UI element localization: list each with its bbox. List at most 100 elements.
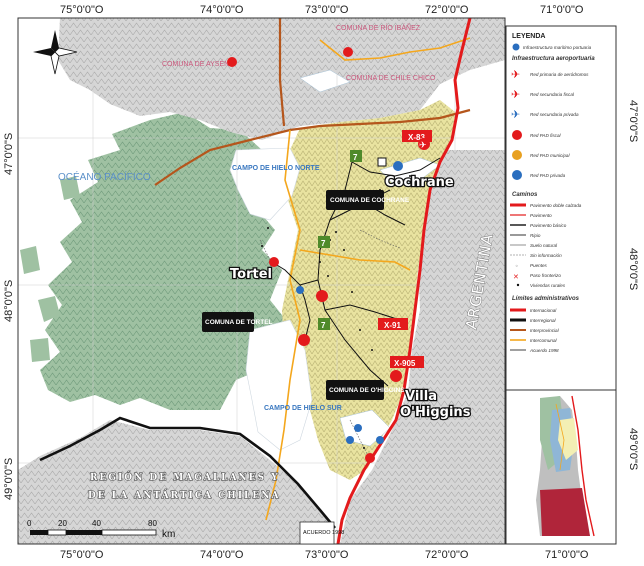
legend-road-3: Pavimento básico	[530, 223, 567, 228]
coord-bottom-3: 73°0'0"O	[305, 549, 349, 561]
coord-top-2: 74°0'0"O	[200, 4, 244, 16]
scale-tick-20: 20	[58, 519, 67, 528]
scale-tick-80: 80	[148, 519, 157, 528]
icefield-north	[229, 147, 301, 221]
coord-top-4: 72°0'0"O	[425, 4, 469, 16]
coord-top-3: 73°0'0"O	[305, 4, 349, 16]
label-rio-ibanez: COMUNA DE RÍO IBÁÑEZ	[336, 23, 421, 32]
route-7-label: 7	[353, 153, 358, 162]
label-box-ohiggins	[326, 380, 384, 400]
coord-bottom-4: 72°0'0"O	[425, 549, 469, 561]
label-region-1: REGIÓN DE MAGALLANES Y	[90, 471, 280, 483]
map-frame	[17, 17, 506, 545]
legend-road-1: Pavimento doble calzada	[530, 203, 582, 208]
legend-title: LEYENDA	[512, 33, 545, 40]
svg-text:✈: ✈	[419, 141, 427, 151]
label-ohiggins-commune: COMUNA DE O'HIGGINS	[329, 387, 405, 394]
label-ice-south: CAMPO DE HIELO SUR	[264, 405, 342, 412]
legend-air-6: Red PAD privada	[530, 173, 566, 178]
label-cochrane-commune: COMUNA DE COCHRANE	[330, 197, 410, 204]
label-box-tortel	[202, 312, 254, 332]
legend-road-2: Pavimento	[530, 213, 552, 218]
route-label-x91: X-91	[384, 321, 401, 330]
legend-road-items: Pavimento doble calzada Pavimento Pavime…	[510, 203, 582, 288]
pad-fiscal-icon	[512, 130, 522, 140]
label-chile-chico: COMUNA DE CHILE CHICO	[346, 75, 436, 82]
route-badge-x91	[378, 318, 408, 330]
route-7-label: 7	[321, 321, 326, 330]
legend-panel	[505, 25, 617, 391]
northern-land	[58, 18, 505, 140]
coord-top-1: 75°0'0"O	[60, 4, 104, 16]
scale-tick-40: 40	[92, 519, 101, 528]
bridge-icon: ◦	[515, 263, 519, 270]
scale-unit: km	[162, 529, 175, 540]
international-boundary	[336, 17, 472, 545]
town-cochrane: Cochrane	[385, 175, 454, 190]
legend-limit-2: Interregional	[530, 318, 557, 323]
island	[30, 338, 50, 362]
label-tortel-commune: COMUNA DE TORTEL	[205, 319, 273, 326]
legend-limits-title: Límites administrativos	[512, 296, 580, 302]
legend-road-6: Sin información	[530, 253, 562, 258]
interregional-boundary	[39, 416, 336, 529]
label-region-2: DE LA ANTÁRTICA CHILENA	[88, 489, 280, 501]
inset-map-shapes	[536, 395, 595, 537]
island	[38, 296, 60, 322]
route-label-x905: X-905	[394, 359, 416, 368]
town-villa-ohiggins-1: Villa	[405, 389, 437, 404]
legend-limit-items: Internacional Interregional Interprovinc…	[510, 308, 560, 353]
border-crossing-icon: ✕	[513, 273, 519, 281]
legend-road-5: Suelo natural	[530, 243, 558, 248]
legend-port: Infraestructura marítimo portuaria	[523, 45, 592, 50]
legend-road-8: Paso fronterizo	[530, 273, 561, 278]
interprovincial-boundary	[154, 108, 471, 186]
intercomunal-boundary	[319, 37, 471, 61]
coord-right-2: 48°0'0"S	[627, 248, 639, 290]
coord-right-1: 47°0'0"S	[627, 100, 639, 142]
label-aysen: COMUNA DE AYSÉN	[162, 59, 229, 68]
coord-bottom-1: 75°0'0"O	[60, 549, 104, 561]
legend-air-3: Red secundaria privada	[530, 112, 579, 117]
interprovincial-boundary	[278, 18, 286, 127]
plane-red-icon: ✈	[511, 68, 520, 81]
plane-red-small-icon: ✈	[511, 88, 520, 101]
agreement-box	[299, 521, 335, 545]
scale-bar	[30, 529, 157, 536]
western-land	[40, 112, 286, 410]
coord-right-3: 49°0'0"S	[627, 428, 639, 470]
legend-airport-title: Infraestructura aeroportuaria	[512, 56, 595, 62]
agreement-label: ACUERDO 1998	[303, 530, 344, 536]
town-villa-ohiggins-2: O'Higgins	[400, 405, 471, 420]
scale-tick-0: 0	[27, 519, 32, 528]
legend-air-5: Red PAD municipal	[530, 153, 570, 158]
legend-limit-4: Intercomunal	[530, 338, 558, 343]
coord-left-2: 48°0'0"S	[3, 280, 15, 322]
legend-road-7: Puentes	[530, 263, 548, 268]
magallanes-land	[18, 420, 330, 544]
legend-road-9: Viviendas rurales	[530, 283, 566, 288]
label-ice-north: CAMPO DE HIELO NORTE	[232, 165, 320, 172]
coord-bottom-2: 74°0'0"O	[200, 549, 244, 561]
port-icon	[512, 43, 520, 51]
route-badge-x905	[390, 356, 424, 368]
route-7-label: 7	[321, 239, 326, 248]
legend-roads-title: Caminos	[512, 192, 538, 198]
coord-top-5: 71°0'0"O	[540, 4, 584, 16]
coord-bottom-5: 71°0'0"O	[545, 549, 589, 561]
legend-air-items: ✈ Red primaria de aeródromos ✈ Red secun…	[511, 68, 589, 180]
airport-markers: ✈	[227, 47, 430, 463]
dwelling-icon	[516, 283, 520, 287]
label-ocean: OCÉANO PACÍFICO	[58, 170, 151, 183]
label-box-cochrane	[326, 190, 384, 210]
argentina-land	[340, 150, 505, 544]
pad-private-icon	[512, 170, 522, 180]
legend-limit-1: Internacional	[530, 308, 557, 313]
pad-municipal-icon	[512, 150, 522, 160]
route-label-x83: X-83	[408, 133, 425, 142]
commune-area	[282, 100, 455, 480]
route-7-badges: 7 7 7	[318, 150, 362, 330]
legend-limit-3: Interprovincial	[530, 328, 560, 333]
